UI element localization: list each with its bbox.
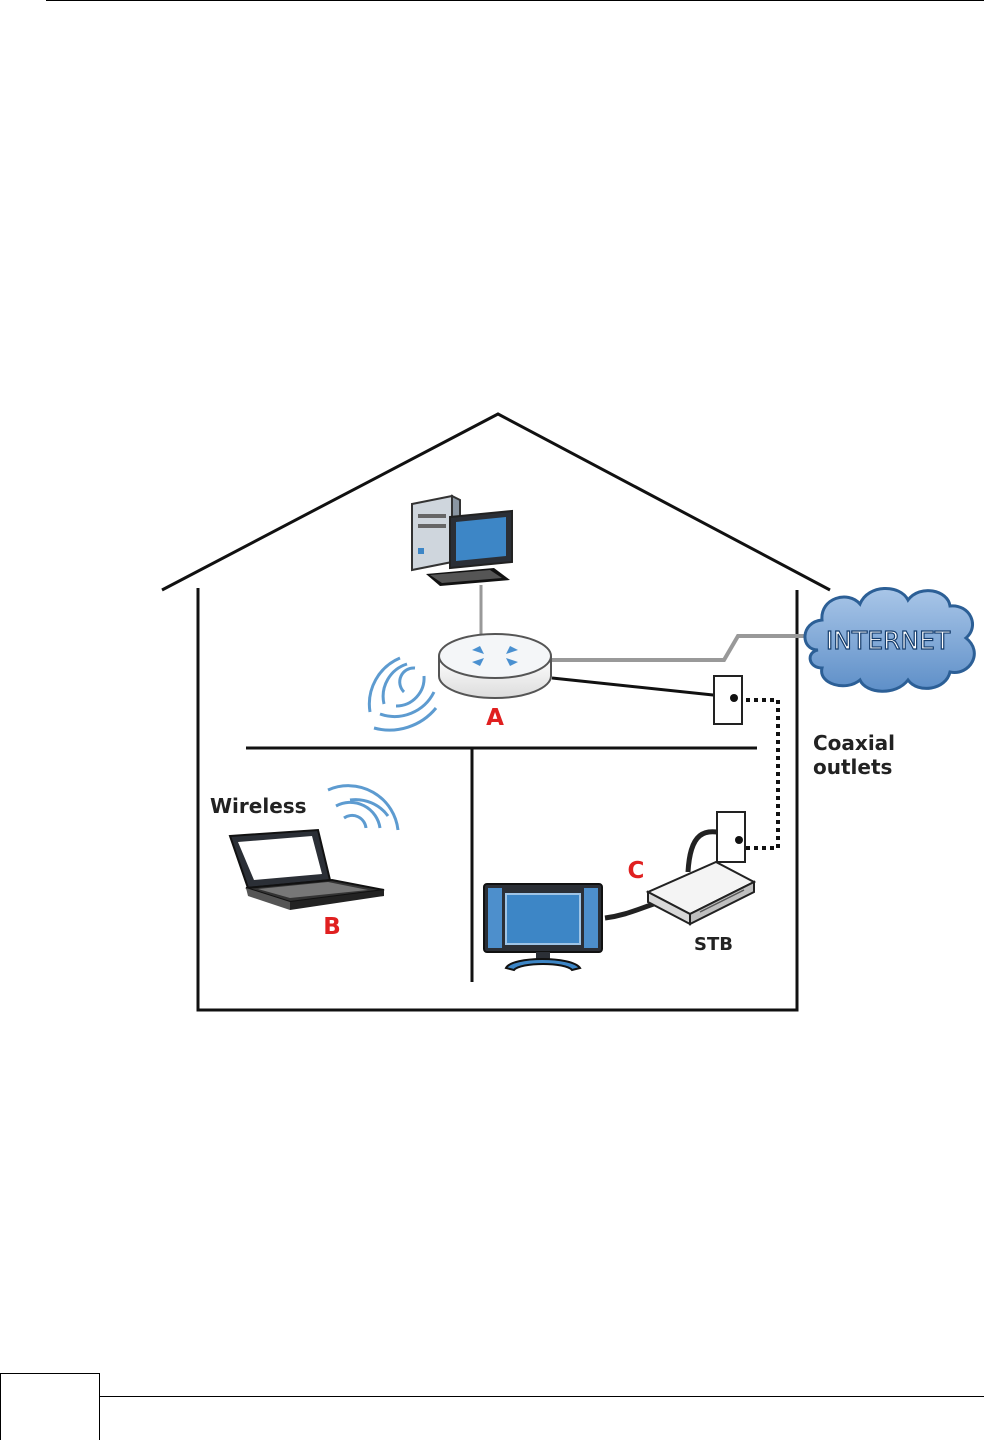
coaxial-label-line1: Coaxial bbox=[813, 731, 895, 755]
stb-callout: C bbox=[628, 858, 645, 884]
tv-icon bbox=[484, 884, 602, 970]
router-icon bbox=[439, 634, 551, 698]
coax-outlet-icon bbox=[714, 676, 742, 724]
stb-label: STB bbox=[694, 934, 733, 955]
laptop-wireless-waves bbox=[328, 786, 398, 830]
router-wireless-waves bbox=[369, 658, 436, 730]
network-wires bbox=[481, 585, 820, 918]
coaxial-label-line2: outlets bbox=[813, 755, 892, 779]
laptop-callout: B bbox=[323, 914, 341, 940]
page-number-box bbox=[0, 1373, 100, 1440]
coax-outlet-icon bbox=[717, 812, 745, 862]
set-top-box-icon bbox=[648, 862, 754, 924]
desktop-computer-icon bbox=[412, 496, 512, 586]
footer-rule bbox=[100, 1396, 984, 1397]
internet-label: INTERNET bbox=[826, 626, 951, 655]
router-callout: A bbox=[486, 705, 504, 731]
laptop-icon bbox=[230, 830, 384, 910]
wireless-label: Wireless bbox=[210, 794, 307, 818]
